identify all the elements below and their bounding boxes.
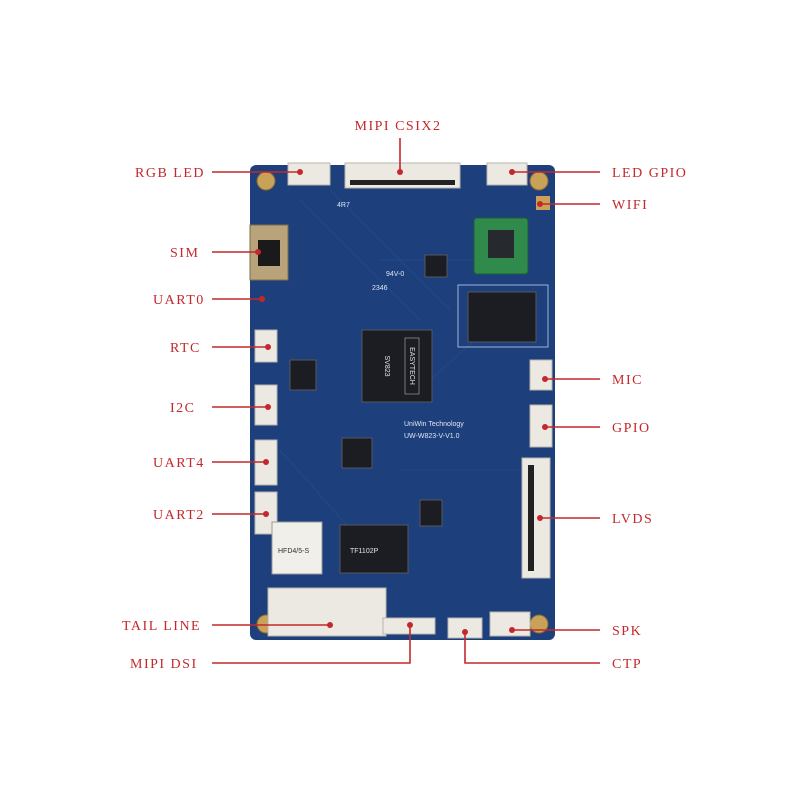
label-uart0: UART0	[153, 293, 205, 308]
label-mic: MIC	[612, 373, 643, 388]
label-ctp: CTP	[612, 657, 642, 672]
mounting-hole	[256, 171, 276, 191]
soc-brand-label: EASYTECH	[408, 347, 415, 385]
label-i2c: I2C	[170, 401, 196, 416]
model-label: UW-W823-V-V1.0	[404, 433, 460, 440]
label-tail-line: TAIL LINE	[122, 619, 201, 634]
mic-connector	[529, 359, 553, 391]
date-code: 2346	[372, 285, 388, 292]
inductor-label: 4R7	[337, 202, 350, 209]
tail-line-connector	[267, 587, 387, 637]
label-led-gpio: LED GPIO	[612, 166, 687, 181]
label-spk: SPK	[612, 624, 642, 639]
inductor	[424, 254, 448, 278]
label-mipi-csi: MIPI CSIX2	[355, 119, 442, 134]
rgb-led-connector	[287, 162, 331, 186]
gpio-connector	[529, 404, 553, 448]
label-uart2: UART2	[153, 508, 205, 523]
sim-slot-opening	[258, 240, 280, 266]
inductor	[289, 359, 317, 391]
regulator	[419, 499, 443, 527]
ethernet-chip	[341, 437, 373, 469]
soc-label: SV823	[383, 355, 390, 376]
transformer	[339, 524, 409, 574]
label-uart4: UART4	[153, 456, 205, 471]
soc-brand-box	[404, 337, 420, 395]
label-rtc: RTC	[170, 341, 201, 356]
brand-label: UniWin Technology	[404, 421, 464, 428]
label-wifi: WIFI	[612, 198, 648, 213]
memory-chip	[467, 291, 537, 343]
relay	[271, 521, 323, 575]
label-gpio: GPIO	[612, 421, 651, 436]
spk-connector	[489, 611, 531, 637]
label-rgb-led: RGB LED	[135, 166, 205, 181]
callout-lines	[212, 138, 600, 664]
label-sim: SIM	[170, 246, 199, 261]
relay-label: HFD4/5-S	[278, 548, 309, 555]
pcb-traces	[279, 189, 521, 541]
label-mipi-dsi: MIPI DSI	[130, 657, 198, 672]
ul-mark: 94V-0	[386, 271, 404, 278]
mipi-csi-slot	[350, 180, 455, 185]
mounting-hole	[529, 171, 549, 191]
lvds-slot	[528, 465, 534, 571]
memory-outline	[457, 284, 549, 348]
label-lvds: LVDS	[612, 512, 653, 527]
transformer-label: TF1102P	[350, 548, 379, 555]
soc-chip	[361, 329, 433, 403]
led-gpio-connector	[486, 162, 528, 186]
wifi-chip	[488, 230, 514, 258]
